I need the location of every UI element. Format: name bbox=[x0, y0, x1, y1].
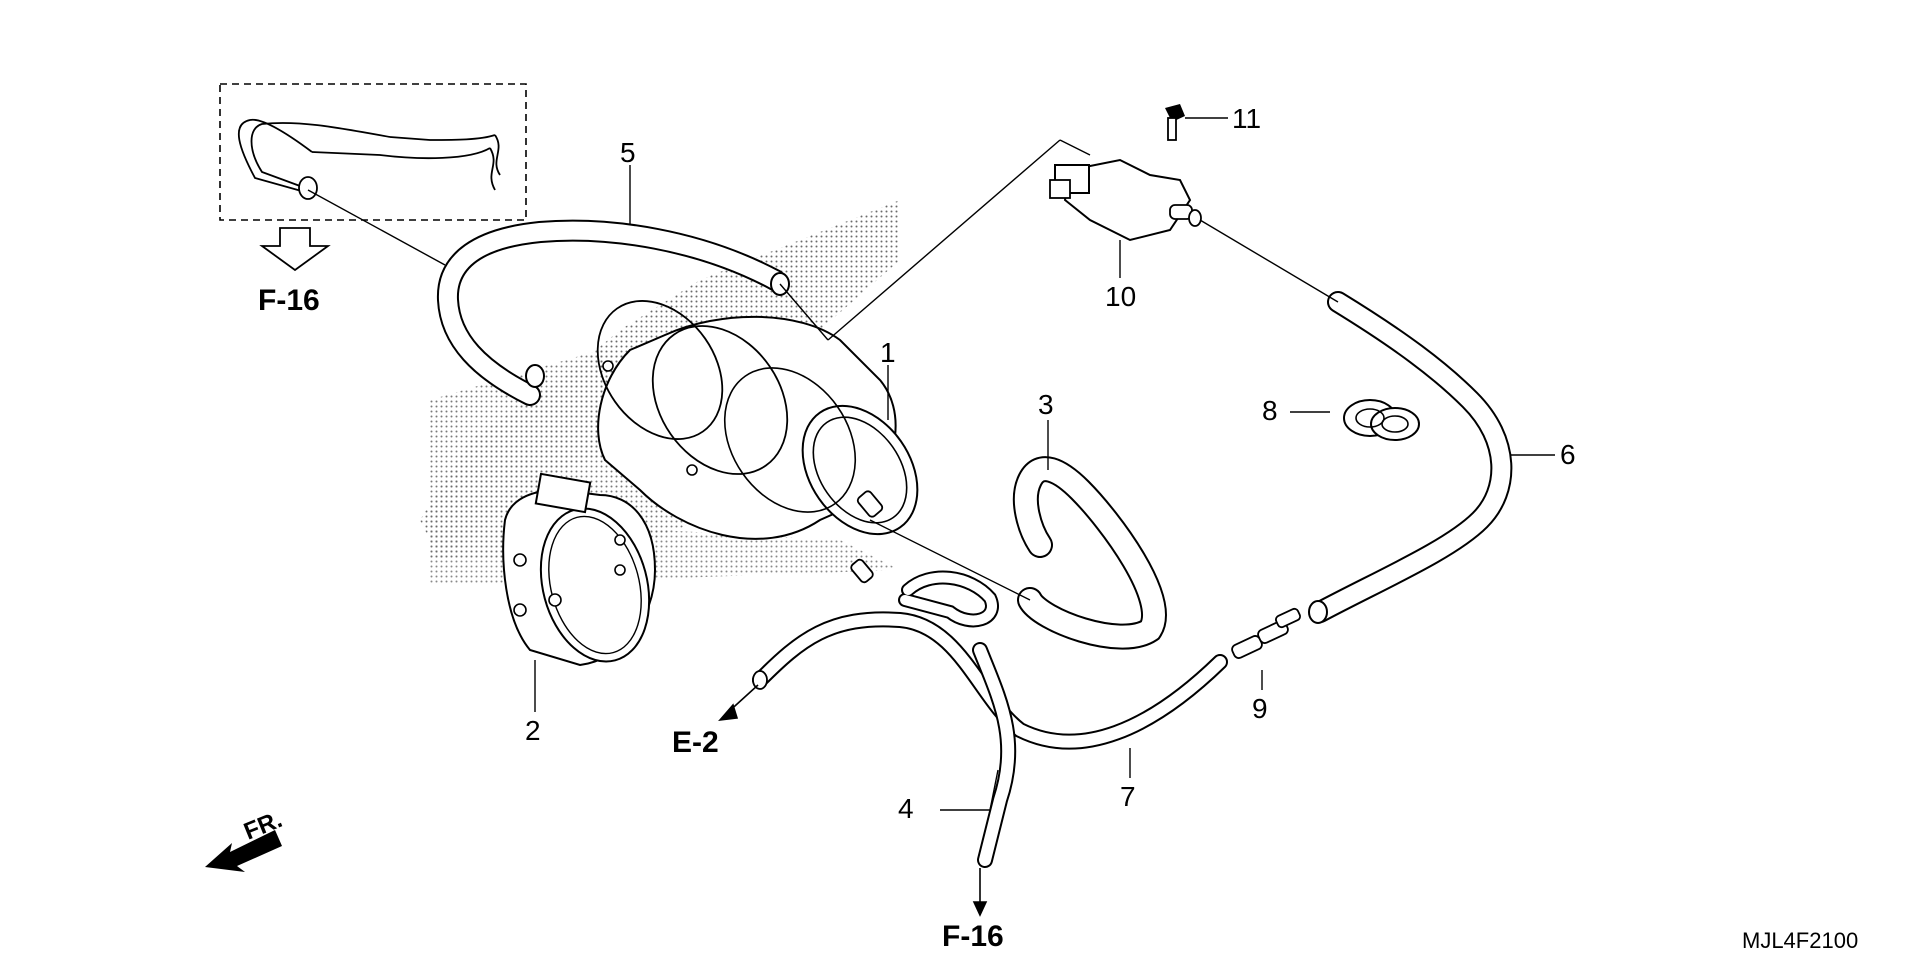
callout-2: 2 bbox=[525, 715, 541, 746]
ref-e2: E-2 bbox=[672, 726, 719, 759]
diagram-code: MJL4F2100 bbox=[1742, 928, 1858, 953]
fitting-9 bbox=[1231, 607, 1301, 659]
canister-1 bbox=[596, 300, 919, 584]
clip-8 bbox=[1343, 399, 1420, 441]
down-arrow-icon bbox=[259, 227, 331, 272]
inset-leader bbox=[307, 189, 446, 266]
callout-4: 4 bbox=[898, 793, 914, 824]
callout-9: 9 bbox=[1252, 693, 1268, 724]
front-arrow-icon bbox=[205, 830, 282, 872]
callout-11: 11 bbox=[1232, 103, 1261, 134]
valve-10 bbox=[1049, 158, 1202, 242]
ref-f16-bottom: F-16 bbox=[942, 920, 1004, 953]
hose-4-7 bbox=[752, 570, 1228, 868]
callout-8: 8 bbox=[1262, 395, 1278, 426]
callout-1: 1 bbox=[880, 337, 896, 368]
bolt-11 bbox=[1165, 104, 1185, 141]
reference-arrows bbox=[718, 684, 988, 917]
callout-7: 7 bbox=[1120, 781, 1136, 812]
callout-3: 3 bbox=[1038, 389, 1054, 420]
callout-6: 6 bbox=[1560, 439, 1576, 470]
callout-5: 5 bbox=[620, 137, 636, 168]
ref-f16-top: F-16 bbox=[258, 284, 320, 317]
inset-box bbox=[219, 83, 527, 221]
callout-10: 10 bbox=[1105, 281, 1136, 312]
callout-leaders bbox=[534, 117, 1555, 811]
hose-6 bbox=[1308, 291, 1513, 624]
leader-lines bbox=[779, 139, 1339, 601]
callout-labels: 1 2 3 4 5 6 7 8 9 10 11 bbox=[525, 103, 1576, 824]
hose-3 bbox=[1012, 456, 1167, 650]
band-2 bbox=[502, 472, 657, 667]
reference-labels: F-16 E-2 F-16 bbox=[258, 284, 1004, 953]
